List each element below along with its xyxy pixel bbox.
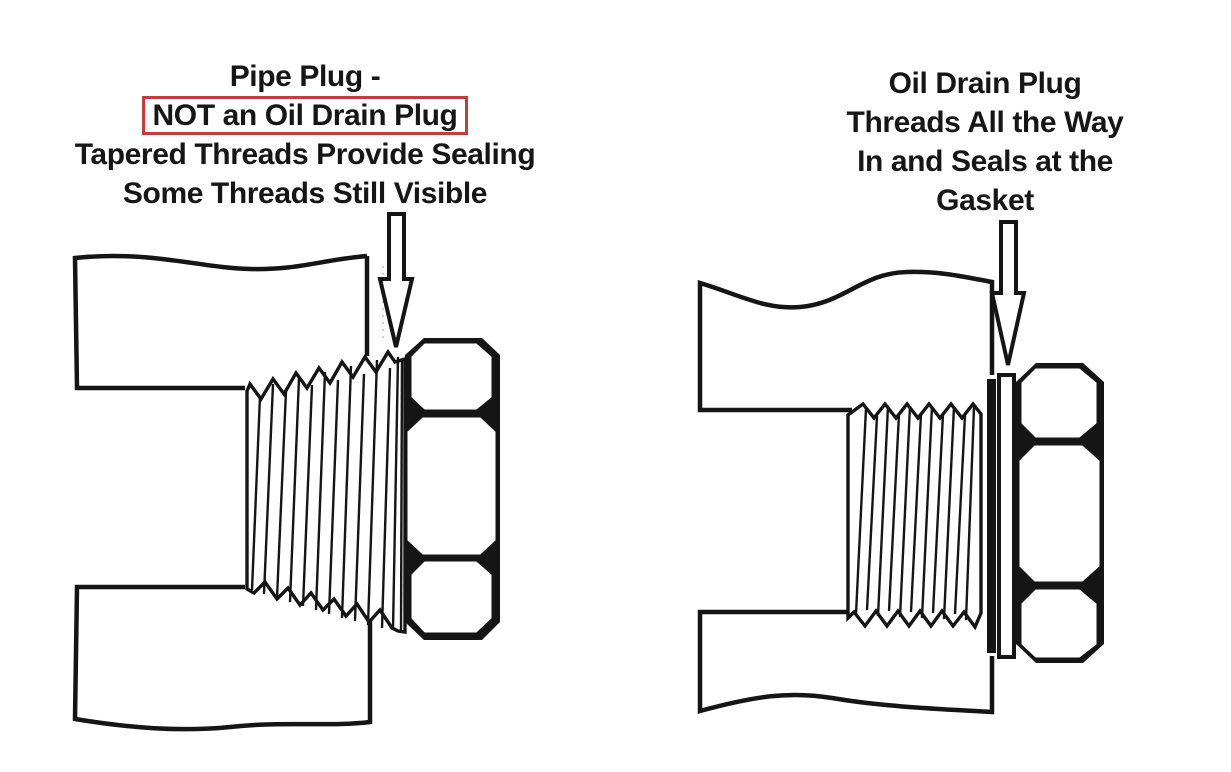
straight-thread-flanks bbox=[854, 405, 976, 621]
tapered-threads bbox=[245, 348, 407, 634]
hex-facet-bottom bbox=[1018, 586, 1100, 661]
red-highlight-box: NOT an Oil Drain Plug bbox=[141, 96, 469, 135]
pipe-plug-caption-line1: Pipe Plug - bbox=[229, 60, 381, 93]
oil-drain-plug-caption-line4: Gasket bbox=[936, 184, 1034, 217]
oil-drain-plug-caption-line1: Oil Drain Plug bbox=[888, 67, 1082, 100]
tapered-thread-flanks bbox=[250, 356, 404, 632]
pipe-plug-caption: Pipe Plug - NOT an Oil Drain Plug Tapere… bbox=[18, 57, 592, 213]
oil-drain-plug-hex-head bbox=[1016, 363, 1104, 663]
hex-facet-middle bbox=[404, 414, 499, 558]
gasket bbox=[997, 373, 1016, 659]
down-arrow-icon bbox=[377, 212, 415, 348]
pipe-plug-caption-line3: Tapered Threads Provide Sealing bbox=[74, 138, 536, 171]
pipe-plug-caption-line2: NOT an Oil Drain Plug bbox=[18, 96, 592, 135]
oil-drain-plug-caption-line2: Threads All the Way bbox=[846, 106, 1124, 139]
oil-drain-plug-caption-line3: In and Seals at the bbox=[857, 145, 1113, 178]
seat-shadow bbox=[987, 379, 996, 653]
pipe-plug-figure bbox=[72, 212, 500, 732]
drain-upper-housing bbox=[697, 269, 995, 413]
oil-drain-plug-caption: Oil Drain Plug Threads All the Way In an… bbox=[754, 64, 1216, 220]
pipe-plug-caption-line4: Some Threads Still Visible bbox=[122, 177, 488, 210]
hex-facet-bottom bbox=[408, 558, 495, 636]
drain-lower-housing bbox=[697, 609, 995, 715]
down-arrow-icon bbox=[989, 220, 1027, 366]
pipe-plug-hex-head bbox=[404, 338, 500, 640]
hex-facet-top bbox=[1018, 365, 1100, 441]
hex-facet-top bbox=[408, 340, 495, 413]
pipe-lower-housing bbox=[72, 584, 373, 732]
pipe-upper-housing bbox=[72, 253, 368, 391]
hex-facet-middle bbox=[1016, 442, 1103, 585]
oil-drain-plug-figure bbox=[697, 220, 1104, 715]
